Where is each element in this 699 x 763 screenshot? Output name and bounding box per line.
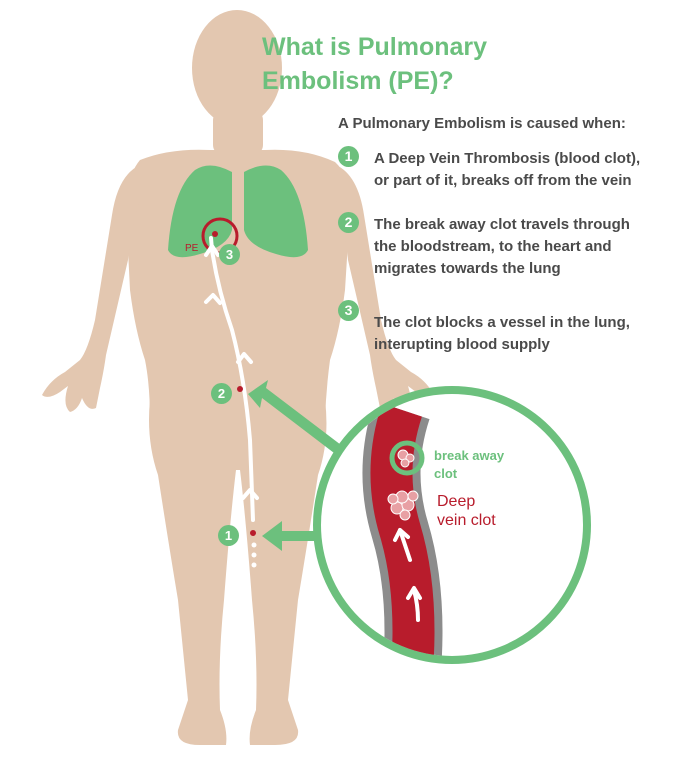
step-3-badge: 3: [338, 300, 359, 321]
step-2-text: The break away clot travels through the …: [374, 214, 679, 280]
break-away-line1: break away: [434, 448, 505, 463]
clot-origin: [250, 530, 256, 536]
marker-3: 3: [219, 244, 240, 265]
step-2-line2: the bloodstream, to the heart and: [374, 238, 612, 255]
title-line2: Embolism (PE)?: [262, 67, 454, 95]
step-2-line3: migrates towards the lung: [374, 260, 561, 277]
step-2-line1: The break away clot travels through: [374, 216, 630, 233]
pe-label: PE: [185, 243, 199, 254]
pe-clot: [212, 231, 218, 237]
deep-vein-label: Deep vein clot: [437, 492, 496, 530]
break-away-label: break away clot: [434, 447, 504, 483]
title-line1: What is Pulmonary: [262, 33, 488, 61]
pointer-arrows: [248, 380, 345, 551]
marker-2: 2: [211, 383, 232, 404]
step-1-text: A Deep Vein Thrombosis (blood clot), or …: [374, 148, 679, 192]
step-2-badge: 2: [338, 212, 359, 233]
step-1-badge: 1: [338, 146, 359, 167]
page-title: What is Pulmonary Embolism (PE)?: [262, 30, 562, 98]
marker-1: 1: [218, 525, 239, 546]
clot-path: [209, 236, 255, 522]
clot-travelling: [237, 386, 243, 392]
magnifier: [313, 386, 591, 664]
break-away-ring: [389, 440, 425, 476]
path-dots: [251, 542, 257, 568]
intro-text: A Pulmonary Embolism is caused when:: [338, 115, 626, 132]
step-3-text: The clot blocks a vessel in the lung, in…: [374, 312, 679, 356]
step-3-line2: interupting blood supply: [374, 336, 550, 353]
step-1-line1: A Deep Vein Thrombosis (blood clot),: [374, 150, 641, 167]
step-1-line2: or part of it, breaks off from the vein: [374, 172, 632, 189]
path-arrows: [204, 244, 259, 500]
step-3-line1: The clot blocks a vessel in the lung,: [374, 314, 630, 331]
deep-line1: Deep: [437, 493, 476, 510]
break-away-line2: clot: [434, 466, 458, 481]
deep-line2: vein clot: [437, 512, 496, 529]
